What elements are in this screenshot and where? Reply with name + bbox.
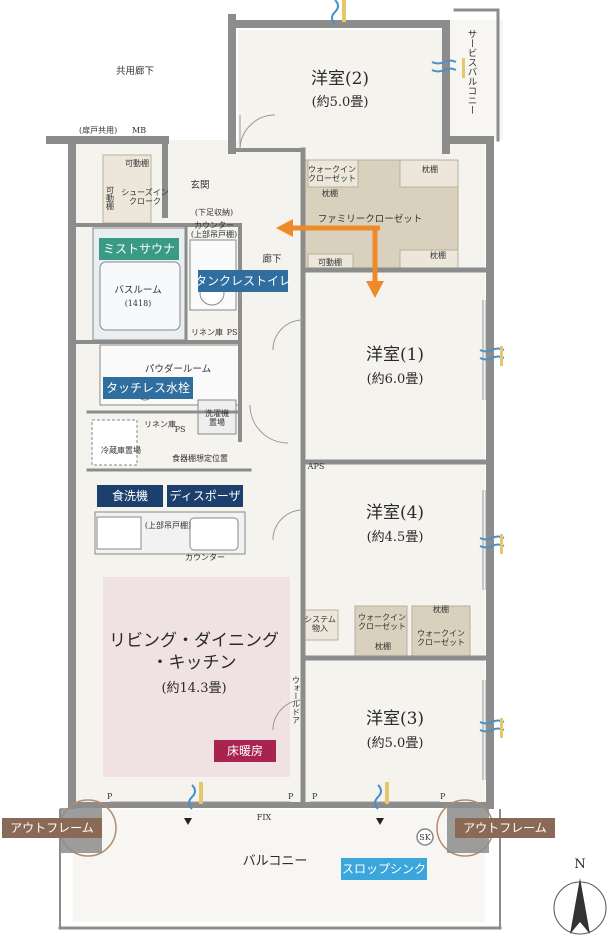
minor-labels: 共用廊下 (扉戸共用) MB 玄関 廊下 可動棚 可動棚 シューズインクローク … bbox=[79, 65, 465, 842]
washer-label: 洗濯機置場 bbox=[205, 408, 229, 427]
p-label-1: P bbox=[107, 792, 113, 801]
aps-label: APS bbox=[307, 462, 325, 471]
shoes-closet-label: シューズインクローク bbox=[121, 187, 169, 206]
room-4-size: (約4.5畳) bbox=[367, 530, 424, 545]
room-labels: 洋室(2) (約5.0畳) 洋室(1) (約6.0畳) 洋室(4) (約4.5畳… bbox=[109, 29, 477, 869]
system-storage-label: システム物入 bbox=[304, 615, 336, 633]
room-2-name: 洋室(2) bbox=[311, 69, 369, 89]
bathroom-label: バスルーム bbox=[114, 285, 161, 296]
floor-heating-badge bbox=[214, 740, 276, 762]
counter-upper-label: カウンター(上部吊戸棚) bbox=[191, 221, 237, 239]
dishwasher-badge bbox=[97, 485, 163, 507]
sk-label: SK bbox=[419, 833, 431, 842]
feature-badges: ミストサウナ タンクレストイレ タッチレス水栓 食洗機 ディスポーザ 床暖房 ス… bbox=[2, 238, 555, 880]
north-label: N bbox=[574, 857, 585, 872]
room-4-name: 洋室(4) bbox=[366, 503, 424, 523]
kitchen-counter-label: カウンター bbox=[185, 553, 225, 562]
powder-room-label: パウダールーム bbox=[145, 363, 211, 375]
lower-shoe-label: (下足収納) bbox=[195, 207, 233, 217]
closets bbox=[102, 154, 471, 657]
wind-indicators bbox=[184, 0, 505, 825]
entrance-label: 玄関 bbox=[190, 179, 209, 191]
room-1-size: (約6.0畳) bbox=[367, 372, 424, 387]
walkin-3-label: ウォークインクローゼット bbox=[417, 629, 465, 647]
movable-shelf-closet: 可動棚 bbox=[318, 257, 342, 267]
pillow-shelf-1: 枕棚 bbox=[322, 188, 338, 198]
movable-shelf-top: 可動棚 bbox=[125, 158, 149, 168]
disposer-badge bbox=[167, 485, 243, 507]
ldk-name-line1: リビング・ダイニング bbox=[109, 631, 279, 651]
outframe-left-text: アウトフレーム bbox=[10, 821, 94, 835]
linen-label-2: リネン庫 bbox=[144, 419, 176, 429]
room-1-name: 洋室(1) bbox=[366, 345, 424, 365]
outframe-right-badge bbox=[455, 818, 555, 838]
mist-sauna-badge bbox=[99, 238, 179, 260]
movable-shelf-left: 可動棚 bbox=[106, 186, 115, 211]
walkin-2-label: ウォークインクローゼット bbox=[358, 613, 406, 631]
common-corridor-label: 共用廊下 bbox=[116, 65, 154, 77]
mb-label: MB bbox=[132, 126, 146, 135]
ps-label-1: PS bbox=[227, 328, 238, 337]
tankless-badge bbox=[198, 270, 288, 292]
bath-size-label: (1418) bbox=[125, 299, 152, 308]
pillow-shelf-2: 枕棚 bbox=[422, 164, 438, 174]
slop-sink-badge bbox=[341, 858, 427, 880]
ldk-name-line2: ・キッチン bbox=[152, 653, 237, 673]
room-2-size: (約5.0畳) bbox=[312, 95, 369, 110]
upper-cabinet-label: (上部吊戸棚) bbox=[145, 520, 191, 530]
linen-label-1: リネン庫 bbox=[191, 327, 223, 337]
outframe-right-text: アウトフレーム bbox=[463, 821, 547, 835]
floor-heating-text: 床暖房 bbox=[227, 743, 263, 758]
p-label-2: P bbox=[288, 792, 294, 801]
door-mb-label: (扉戸共用) bbox=[79, 125, 117, 135]
north-arrow-icon: N bbox=[553, 857, 607, 935]
outframe-left-badge bbox=[2, 818, 102, 838]
dishwasher-text: 食洗機 bbox=[112, 488, 148, 503]
mist-sauna-text: ミストサウナ bbox=[103, 242, 175, 256]
p-label-4: P bbox=[440, 792, 446, 801]
openings bbox=[110, 114, 487, 803]
p-label-3: P bbox=[312, 792, 318, 801]
room-3-name: 洋室(3) bbox=[366, 709, 424, 729]
touchless-badge bbox=[103, 377, 193, 399]
wall-door-label: ウォールドア bbox=[292, 676, 301, 724]
tankless-text: タンクレストイレ bbox=[195, 274, 291, 288]
service-balcony-label: サービスバルコニー bbox=[466, 29, 478, 115]
disposer-text: ディスポーザ bbox=[170, 488, 241, 503]
family-closet-label: ファミリークローゼット bbox=[318, 213, 423, 225]
family-closet-arrow bbox=[276, 219, 384, 298]
touchless-text: タッチレス水栓 bbox=[106, 380, 190, 395]
walls bbox=[46, 8, 502, 930]
cupboard-label: 食器棚想定位置 bbox=[172, 453, 228, 463]
ps-label-2: PS bbox=[175, 425, 186, 434]
slop-sink-text: スロップシンク bbox=[342, 862, 426, 876]
room-3-size: (約5.0畳) bbox=[367, 736, 424, 751]
fridge-label: 冷蔵庫置場 bbox=[101, 445, 141, 455]
balcony-label: バルコニー bbox=[243, 854, 308, 869]
corridor-label: 廊下 bbox=[262, 253, 281, 265]
pillow-shelf-3: 枕棚 bbox=[430, 250, 446, 260]
ldk-size: (約14.3畳) bbox=[161, 681, 226, 696]
fix-label: FIX bbox=[257, 813, 272, 822]
walkin-1-label: ウォークインクローゼット bbox=[308, 165, 356, 183]
pillow-shelf-4: 枕棚 bbox=[375, 641, 391, 651]
pillow-shelf-5: 枕棚 bbox=[433, 604, 449, 614]
